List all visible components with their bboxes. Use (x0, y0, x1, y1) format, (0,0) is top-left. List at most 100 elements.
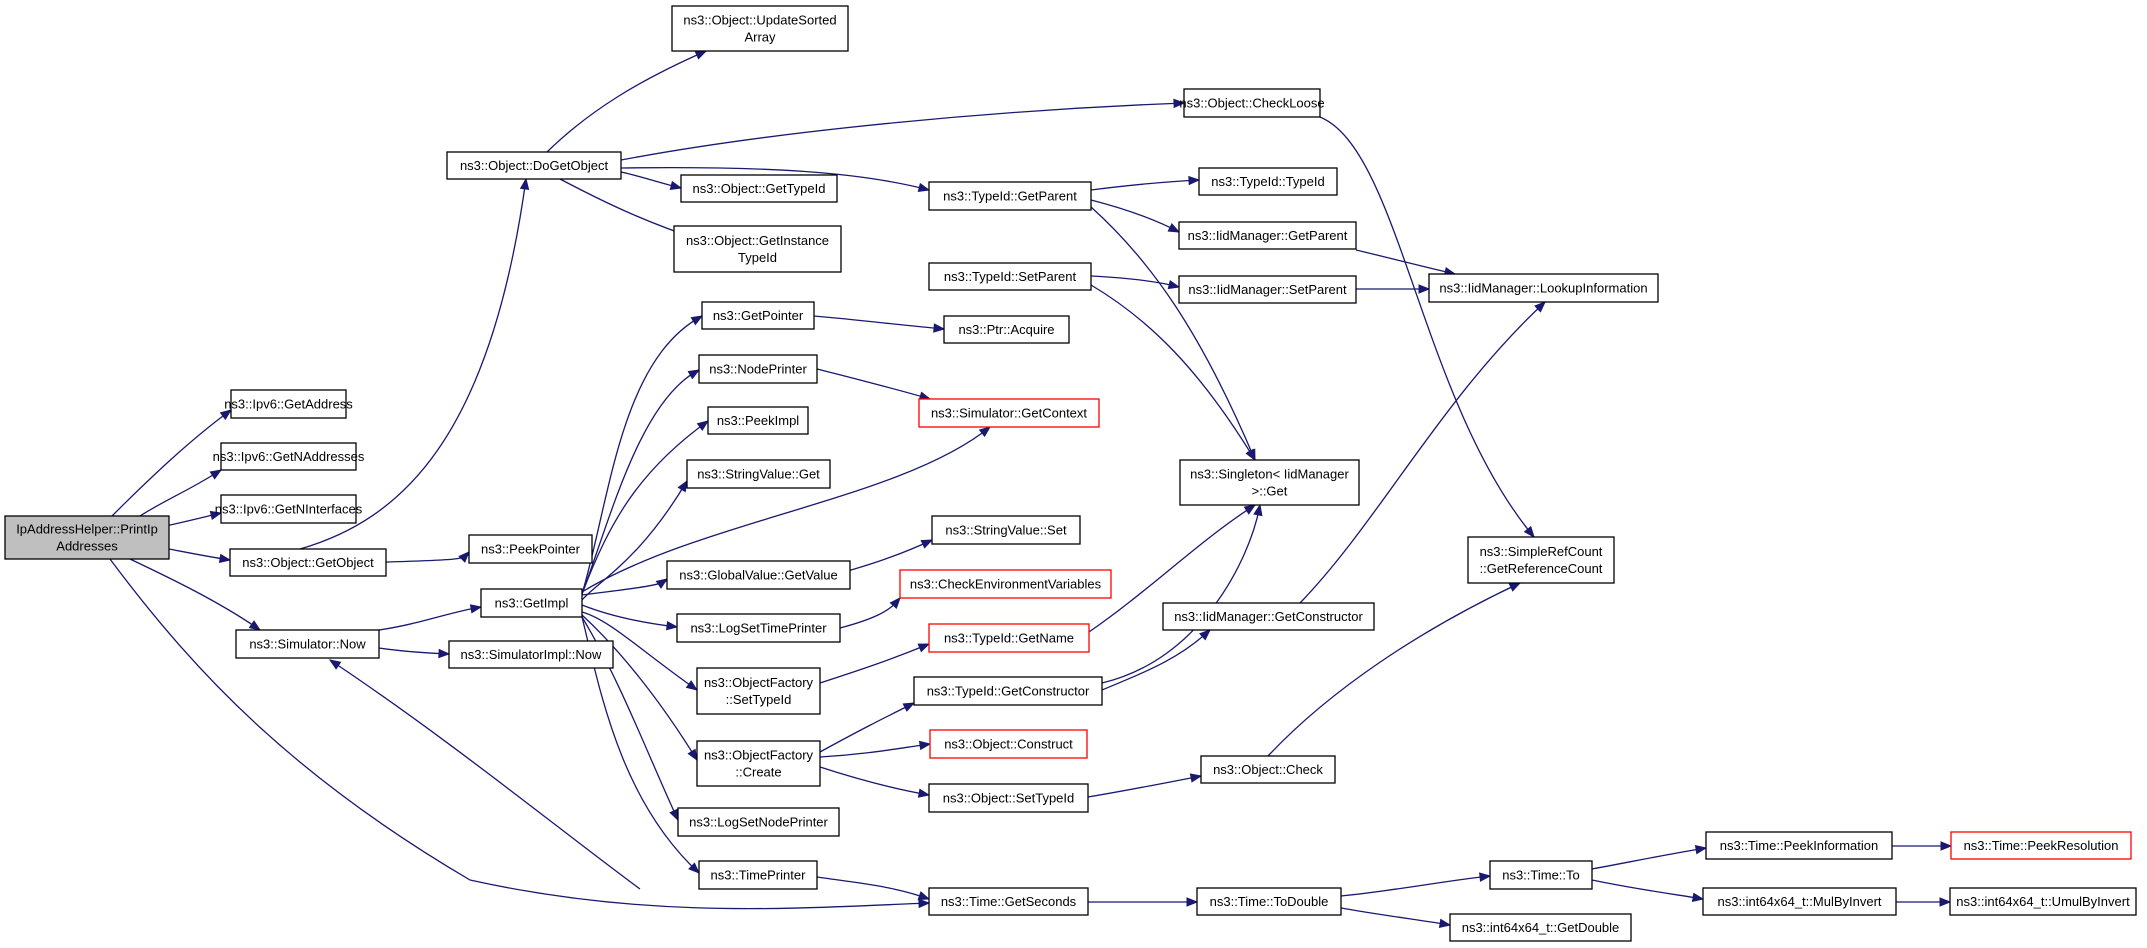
graph-node-n46[interactable]: ns3::Time::PeekInformation (1705, 831, 1893, 860)
node-box (1179, 459, 1360, 506)
node-label: >::Get (1252, 484, 1288, 499)
node-box (1449, 913, 1632, 942)
node-box (928, 887, 1089, 916)
node-label: ns3::Object::GetObject (242, 555, 374, 570)
edge-n25-n37 (1090, 275, 1180, 288)
graph-node-n41[interactable]: ns3::Time::ToDouble (1196, 887, 1342, 916)
arrowhead-n39-n42 (1534, 301, 1546, 313)
node-label: ns3::Time::PeekResolution (1964, 838, 2119, 853)
edge-n6-n10 (546, 50, 707, 153)
edge-n4-n7 (385, 551, 470, 563)
graph-node-n9[interactable]: ns3::SimulatorImpl::Now (448, 640, 614, 669)
graph-node-n43[interactable]: ns3::SimpleRefCount::GetReferenceCount (1467, 536, 1615, 584)
graph-node-n16[interactable]: ns3::StringValue::Get (686, 459, 831, 489)
edge-n8-n15 (581, 420, 709, 595)
graph-node-n20[interactable]: ns3::ObjectFactory::Create (696, 740, 821, 787)
node-label: ns3::LogSetTimePrinter (690, 621, 827, 636)
graph-node-n47[interactable]: ns3::int64x64_t::MulByInvert (1702, 887, 1897, 916)
graph-node-n42[interactable]: ns3::IidManager::LookupInformation (1428, 273, 1659, 303)
node-label: ns3::StringValue::Set (945, 523, 1067, 538)
node-box (1178, 221, 1357, 250)
graph-node-n40[interactable]: ns3::Object::Check (1200, 755, 1336, 784)
node-box (1178, 275, 1357, 304)
graph-node-n2[interactable]: ns3::Ipv6::GetNAddresses (213, 442, 365, 471)
node-label: ns3::ObjectFactory (704, 748, 814, 763)
arrowhead-n23-n43 (1523, 525, 1535, 539)
edge-n8-n16 (581, 480, 688, 601)
graph-node-n29[interactable]: ns3::CheckEnvironmentVariables (899, 569, 1112, 599)
graph-node-n31[interactable]: ns3::TypeId::GetConstructor (913, 676, 1103, 706)
node-box (1702, 887, 1897, 916)
graph-node-n48[interactable]: ns3::Time::PeekResolution (1950, 831, 2132, 860)
graph-node-n5[interactable]: ns3::Simulator::Now (235, 629, 380, 659)
graph-node-n22[interactable]: ns3::TimePrinter (698, 860, 818, 890)
edge-n41-n45 (1340, 907, 1451, 926)
edge-n44-n46 (1591, 847, 1707, 870)
arrowhead-n8-n16 (677, 479, 688, 493)
node-label: ns3::Object::UpdateSorted (683, 13, 836, 28)
graph-node-n30[interactable]: ns3::TypeId::GetName (928, 623, 1090, 653)
node-label: ns3::TypeId::SetParent (944, 269, 1077, 284)
edge-n22-n34 (816, 876, 930, 900)
graph-node-n23[interactable]: ns3::Object::CheckLoose (1179, 88, 1325, 118)
graph-node-n44[interactable]: ns3::Time::To (1489, 860, 1593, 890)
graph-node-n49[interactable]: ns3::int64x64_t::UmulByInvert (1949, 887, 2137, 916)
node-label: ns3::Object::DoGetObject (460, 158, 609, 173)
graph-node-n32[interactable]: ns3::Object::Construct (929, 729, 1088, 759)
graph-node-n34[interactable]: ns3::Time::GetSeconds (928, 887, 1089, 916)
graph-node-n39[interactable]: ns3::IidManager::GetConstructor (1162, 602, 1375, 631)
node-box (899, 569, 1112, 599)
graph-node-n8[interactable]: ns3::GetImpl (480, 588, 583, 618)
node-label: ns3::CheckEnvironmentVariables (910, 577, 1102, 592)
graph-node-n11[interactable]: ns3::Object::GetTypeId (680, 174, 838, 203)
graph-node-n7[interactable]: ns3::PeekPointer (468, 534, 593, 564)
graph-node-n13[interactable]: ns3::GetPointer (701, 301, 815, 330)
graph-node-n38[interactable]: ns3::Singleton< IidManager >::Get (1179, 459, 1360, 506)
node-label: ns3::TypeId::GetParent (943, 189, 1077, 204)
edge-n20-n32 (819, 743, 931, 758)
node-label: ns3::TypeId::TypeId (1211, 174, 1324, 189)
graph-node-n27[interactable]: ns3::Simulator::GetContext (918, 398, 1100, 428)
graph-node-n4[interactable]: ns3::Object::GetObject (229, 548, 387, 577)
node-label: ns3::Simulator::Now (249, 637, 366, 652)
node-box (707, 406, 809, 435)
node-box (4, 515, 170, 560)
arrowhead-n47-n49 (1939, 897, 1952, 907)
graph-node-n25[interactable]: ns3::TypeId::SetParent (928, 262, 1092, 291)
graph-node-n28[interactable]: ns3::StringValue::Set (931, 515, 1081, 545)
graph-node-n45[interactable]: ns3::int64x64_t::GetDouble (1449, 913, 1632, 942)
node-box (928, 262, 1092, 291)
graph-node-n14[interactable]: ns3::NodePrinter (698, 354, 818, 384)
node-label: ns3::SimpleRefCount (1480, 544, 1603, 559)
graph-node-n35[interactable]: ns3::TypeId::TypeId (1198, 167, 1338, 196)
graph-node-n18[interactable]: ns3::LogSetTimePrinter (676, 613, 841, 643)
graph-node-n21[interactable]: ns3::LogSetNodePrinter (677, 807, 840, 837)
graph-node-n3[interactable]: ns3::Ipv6::GetNInterfaces (215, 494, 363, 524)
graph-node-n26[interactable]: ns3::Ptr::Acquire (943, 315, 1070, 344)
node-label: IpAddressHelper::PrintIp (16, 522, 158, 537)
graph-node-n37[interactable]: ns3::IidManager::SetParent (1178, 275, 1357, 304)
graph-node-n15[interactable]: ns3::PeekImpl (707, 406, 809, 435)
graph-node-n6[interactable]: ns3::Object::DoGetObject (446, 151, 622, 180)
node-label: ns3::Object::SetTypeId (943, 791, 1075, 806)
node-label: ns3::Ipv6::GetAddress (224, 397, 353, 412)
arrowhead-n8-n19 (685, 680, 699, 691)
node-box (928, 623, 1090, 653)
node-label: ns3::PeekPointer (481, 542, 581, 557)
node-box (696, 740, 821, 787)
node-box (468, 534, 593, 564)
node-label: ::Create (735, 765, 781, 780)
graph-node-n33[interactable]: ns3::Object::SetTypeId (928, 783, 1089, 813)
graph-node-n1[interactable]: ns3::Ipv6::GetAddress (224, 389, 353, 419)
edge-n31-n38 (1101, 504, 1261, 684)
node-box (701, 301, 815, 330)
node-box (696, 667, 821, 715)
graph-node-n17[interactable]: ns3::GlobalValue::GetValue (666, 560, 851, 590)
graph-node-n19[interactable]: ns3::ObjectFactory::SetTypeId (696, 667, 821, 715)
edge-n39-n42 (1299, 301, 1546, 604)
graph-node-n24[interactable]: ns3::TypeId::GetParent (928, 181, 1092, 211)
graph-node-n36[interactable]: ns3::IidManager::GetParent (1178, 221, 1357, 250)
